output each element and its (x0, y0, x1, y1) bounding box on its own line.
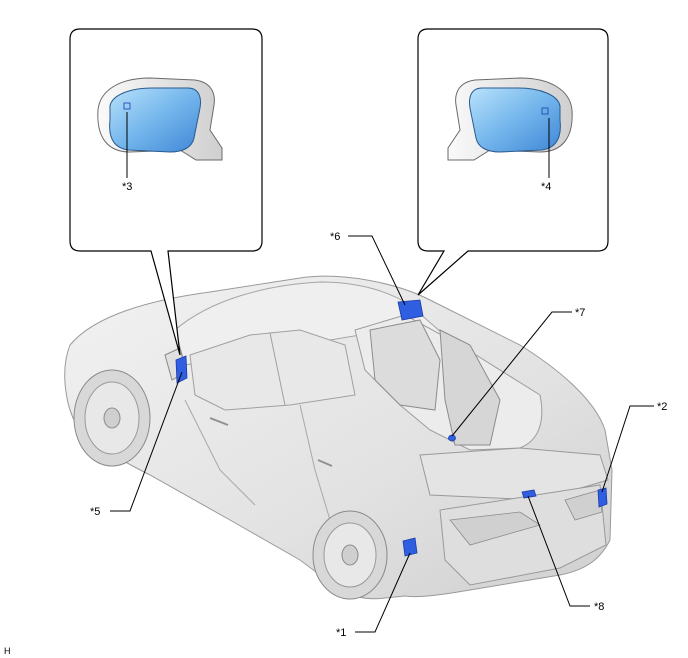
label-3: *3 (122, 181, 132, 193)
right-mirror-glass (469, 87, 561, 153)
corner-code: H (4, 646, 11, 656)
component-6-inner-mirror (397, 299, 424, 321)
side-windows (189, 329, 356, 411)
rear-wheel (312, 510, 388, 600)
component-8 (521, 489, 537, 499)
left-mirror-glass (109, 87, 201, 153)
rear-seats (369, 319, 441, 411)
label-1: *1 (336, 627, 346, 639)
component-5-mirror-indicator (175, 355, 188, 384)
label-4: *4 (541, 181, 551, 193)
left-mirror-indicator-icon (123, 102, 131, 110)
highlighted-components (175, 299, 608, 557)
right-mirror-indicator-icon (541, 107, 549, 115)
component-1 (402, 537, 418, 557)
label-2: *2 (657, 401, 667, 413)
callout-left-mirror: *3 (69, 28, 263, 356)
component-7 (448, 434, 456, 442)
label-8: *8 (594, 601, 604, 613)
label-7: *7 (575, 307, 585, 319)
rear-bumper (439, 484, 607, 586)
label-5: *5 (90, 506, 100, 518)
trunk-lid (419, 447, 609, 501)
callout-right-mirror: *4 (417, 28, 609, 296)
front-wheel (73, 369, 151, 467)
label-6: *6 (330, 231, 340, 243)
vehicle-illustration (64, 275, 613, 600)
callout-right-frame (417, 28, 609, 296)
